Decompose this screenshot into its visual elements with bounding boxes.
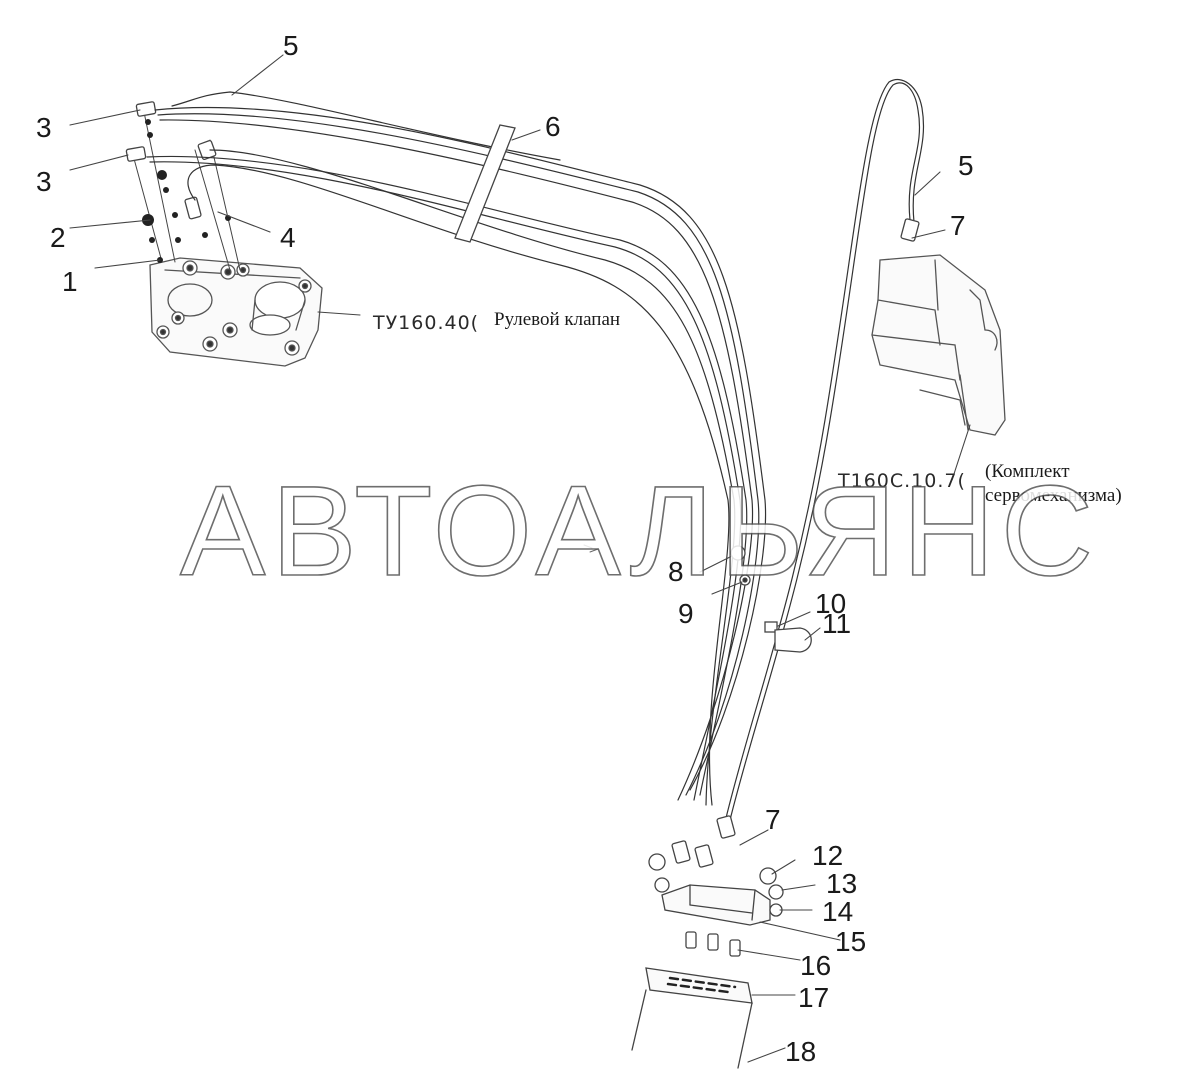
steering-valve-name: Рулевой клапан (494, 309, 621, 330)
valve-fitting-parts (142, 119, 231, 263)
servo-mechanism (871, 254, 1006, 436)
watermark-text: АВТОАЛЬЯНС (179, 460, 1100, 603)
clamp (454, 124, 516, 243)
servo-supply-line (725, 78, 925, 821)
callout-16: 16 (800, 950, 832, 981)
steering-valve (149, 257, 323, 367)
servo-fitting (900, 218, 920, 242)
servo-kit-name-line1: (Комплект (985, 461, 1070, 482)
callout-7: 7 (950, 210, 966, 241)
callout-14: 14 (822, 896, 854, 927)
small-parts (730, 545, 812, 653)
callout-11: 11 (822, 608, 852, 639)
callout-5: 5 (283, 30, 299, 61)
callout-3: 3 (36, 112, 52, 143)
block-fittings (648, 815, 784, 957)
callout-4: 4 (280, 222, 296, 253)
callout-12: 12 (812, 840, 844, 871)
callout-18: 18 (785, 1036, 817, 1067)
callout-7: 7 (765, 804, 781, 835)
top-fittings (125, 101, 217, 220)
hydraulic-line-bundle (146, 91, 767, 806)
callout-13: 13 (826, 868, 858, 899)
callout-9: 9 (678, 598, 694, 629)
mounting-plate (631, 967, 753, 1069)
leader-lines (69, 54, 971, 1063)
callout-17: 17 (798, 982, 830, 1013)
callout-5: 5 (958, 150, 974, 181)
servo-kit-name-line2: сервомеханизма) (985, 485, 1122, 506)
callout-6: 6 (545, 111, 561, 142)
stray-marks (583, 544, 599, 553)
callout-1: 1 (62, 266, 78, 297)
steering-valve-code: ТУ160.40( (373, 312, 480, 334)
callout-15: 15 (835, 926, 867, 957)
callout-2: 2 (50, 222, 66, 253)
callout-8: 8 (668, 556, 684, 587)
distributor-block (661, 884, 771, 926)
callout-10: 10 (815, 588, 847, 619)
servo-kit-code: Т160С.10.7( (838, 470, 966, 492)
callout-3: 3 (36, 166, 52, 197)
